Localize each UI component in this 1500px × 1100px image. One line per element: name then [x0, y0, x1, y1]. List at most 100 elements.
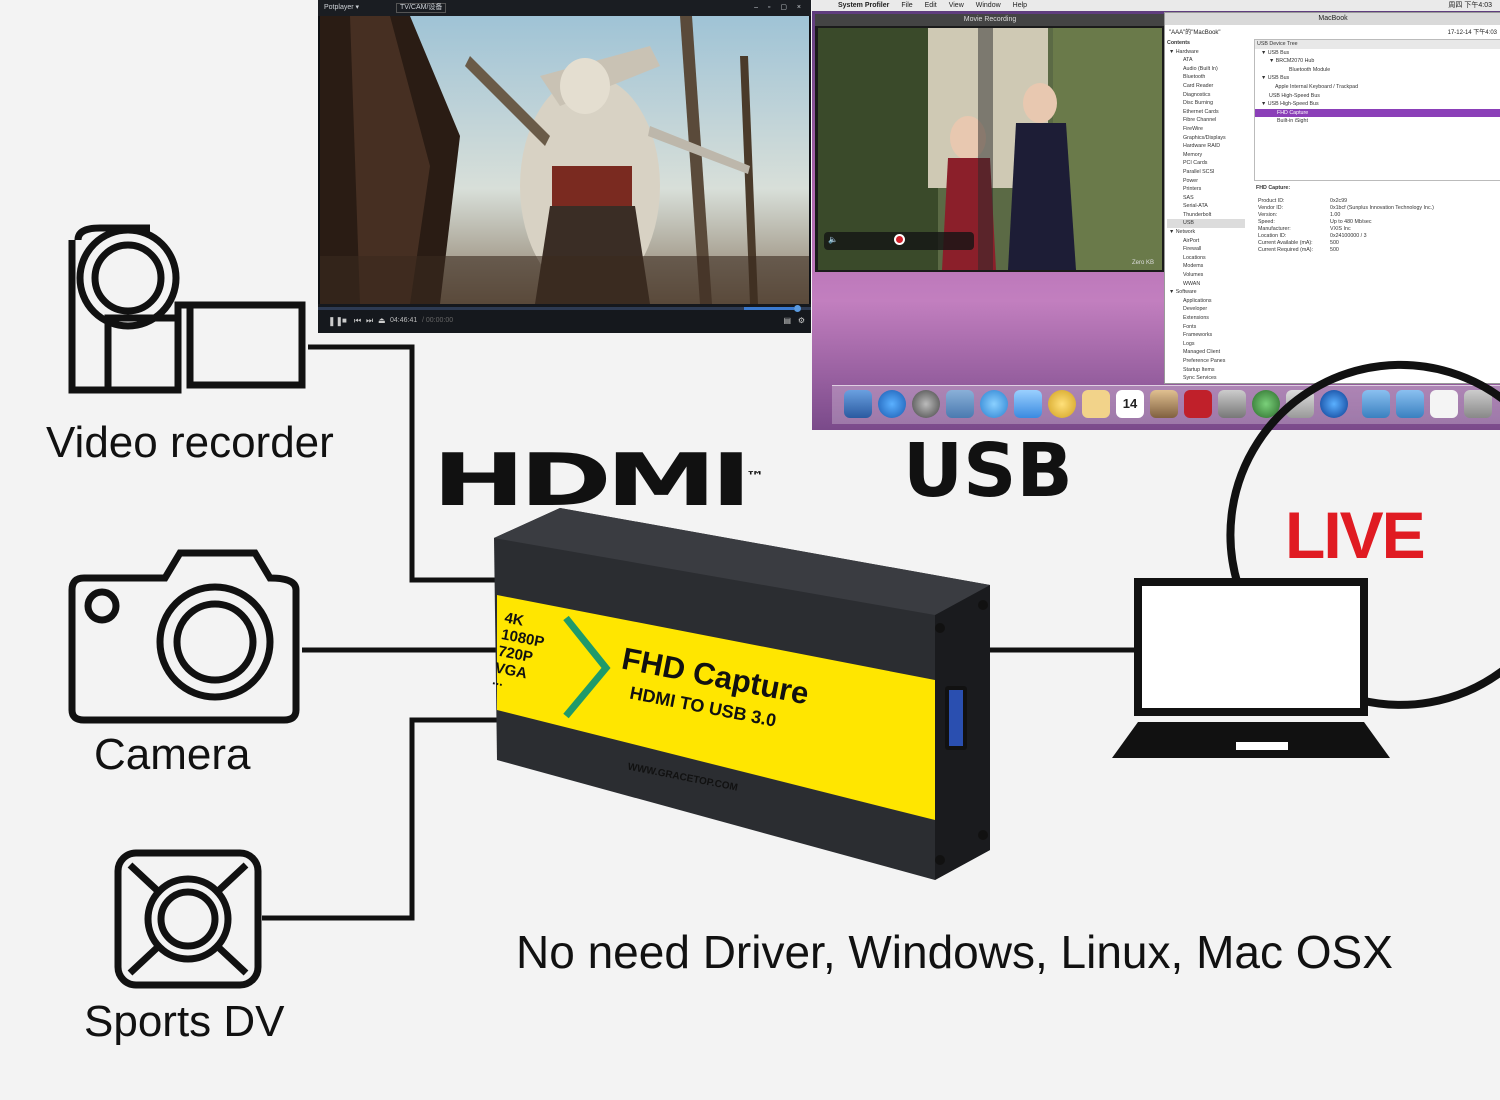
stop-icon[interactable]: ■ — [342, 316, 347, 325]
tree-item[interactable]: Apple Internal Keyboard / Trackpad — [1275, 83, 1359, 90]
system-preferences-icon[interactable] — [1218, 390, 1246, 418]
contents-item[interactable]: Fibre Channel — [1183, 117, 1217, 124]
contents-item[interactable]: Thunderbolt — [1183, 211, 1212, 218]
seek-bar[interactable] — [318, 305, 811, 312]
file-icon[interactable] — [1430, 390, 1458, 418]
time-machine-icon[interactable] — [1252, 390, 1280, 418]
tree-item[interactable]: Bluetooth Module — [1289, 66, 1331, 73]
contents-item[interactable]: ▼ Software — [1169, 289, 1197, 296]
menu-item[interactable]: System Profiler — [838, 2, 890, 9]
contents-item[interactable]: Memory — [1183, 151, 1203, 158]
pause-icon[interactable]: ❚❚ — [328, 316, 344, 326]
contents-item[interactable]: Volumes — [1183, 272, 1204, 279]
seek-handle[interactable] — [794, 305, 801, 312]
next-icon[interactable]: ⏭ — [366, 316, 374, 325]
photo-booth-icon[interactable] — [1184, 390, 1212, 418]
contents-item[interactable]: Card Reader — [1183, 82, 1214, 89]
contents-item[interactable]: Hardware RAID — [1183, 143, 1221, 150]
tree-item[interactable]: ▼ USB Bus — [1261, 75, 1290, 82]
contents-item[interactable]: Serial-ATA — [1183, 203, 1208, 210]
contents-item[interactable]: USB — [1167, 219, 1245, 229]
movie-recording-title: Movie Recording — [815, 14, 1165, 26]
contents-item[interactable]: Parallel SCSI — [1183, 168, 1215, 175]
contents-item[interactable]: Logs — [1183, 340, 1195, 347]
contents-item[interactable]: Startup Items — [1183, 366, 1215, 373]
tree-item[interactable]: USB High-Speed Bus — [1269, 92, 1320, 99]
contents-item[interactable]: Managed Client — [1183, 349, 1221, 356]
compatibility-text: No need Driver, Windows, Linux, Mac OSX — [516, 926, 1393, 978]
tree-item[interactable]: FHD Capture — [1255, 108, 1500, 118]
eject-icon[interactable]: ⏏ — [378, 316, 386, 325]
detail-value: 500 — [1330, 240, 1339, 246]
contents-item[interactable]: Ethernet Cards — [1183, 108, 1219, 115]
contents-item[interactable]: SAS — [1183, 194, 1194, 201]
quicktime-icon[interactable] — [1320, 390, 1348, 418]
window-controls-icon[interactable]: – ▫ ▢ × — [754, 4, 805, 11]
contents-item[interactable]: Disc Burning — [1183, 100, 1214, 107]
contents-item[interactable]: FireWire — [1183, 125, 1204, 132]
mail-icon[interactable] — [946, 390, 974, 418]
contents-item[interactable]: Frameworks — [1183, 332, 1213, 339]
contents-item[interactable]: Locations — [1183, 254, 1206, 261]
finder-icon[interactable] — [844, 390, 872, 418]
detail-key: Vendor ID: — [1258, 205, 1284, 211]
settings-icon[interactable]: ⚙ — [797, 316, 805, 325]
contents-item[interactable]: Audio (Built In) — [1183, 65, 1218, 72]
contents-item[interactable]: PCI Cards — [1183, 160, 1208, 167]
drama-scene-image — [818, 28, 1162, 270]
contents-item[interactable]: Sync Services — [1183, 375, 1217, 381]
potplayer-video — [320, 16, 809, 304]
contents-item[interactable]: Applications — [1183, 297, 1212, 304]
detail-key: Version: — [1258, 212, 1278, 218]
record-button[interactable] — [894, 234, 905, 245]
contents-item[interactable]: Bluetooth — [1183, 74, 1206, 81]
calendar-icon[interactable]: 14 — [1116, 390, 1144, 418]
contents-item[interactable]: AirPort — [1183, 237, 1200, 244]
potplayer-tab[interactable]: TV/CAM/设备 — [396, 3, 447, 13]
detail-row: Current Required (mA):500 — [1254, 247, 1499, 254]
potplayer-title[interactable]: Potplayer ▾ — [324, 4, 360, 11]
contents-item[interactable]: Diagnostics — [1183, 91, 1211, 98]
tree-item[interactable]: ▼ USB Bus — [1261, 49, 1290, 56]
system-profiler-window: MacBook "AAA"的"MacBook" 17-12-14 下午4:03 … — [1164, 12, 1500, 384]
dashboard-icon[interactable] — [912, 390, 940, 418]
connection-lines — [262, 344, 1140, 921]
volume-icon[interactable]: 🔈 — [828, 235, 838, 244]
menu-item[interactable]: View — [948, 2, 964, 9]
previous-icon[interactable]: ⏮ — [354, 316, 362, 325]
menu-item[interactable]: Edit — [924, 2, 937, 9]
documents-folder-icon[interactable] — [1396, 390, 1424, 418]
tree-item[interactable]: ▼ BRCM2070 Hub — [1269, 58, 1315, 65]
contents-item[interactable]: Preference Panes — [1183, 357, 1226, 364]
contents-item[interactable]: Graphics/Displays — [1183, 134, 1226, 141]
address-book-icon[interactable] — [1082, 390, 1110, 418]
tree-item[interactable]: ▼ USB High-Speed Bus — [1261, 101, 1319, 108]
photos-icon[interactable] — [1150, 390, 1178, 418]
detail-row: Manufacturer:VXIS Inc — [1254, 226, 1499, 233]
contents-item[interactable]: Extensions — [1183, 315, 1209, 321]
menu-item[interactable]: File — [901, 2, 913, 9]
safari-icon[interactable] — [980, 390, 1008, 418]
contents-item[interactable]: WWAN — [1183, 280, 1201, 287]
applications-folder-icon[interactable] — [1362, 390, 1390, 418]
playlist-icon[interactable]: ▤ — [783, 316, 791, 325]
contents-item[interactable]: Power — [1183, 177, 1199, 184]
menu-item[interactable]: Window — [975, 2, 1001, 9]
contents-item[interactable]: ATA — [1183, 57, 1193, 64]
contents-item[interactable]: Firewall — [1183, 246, 1202, 253]
trash-icon[interactable] — [1464, 390, 1492, 418]
facetime-icon[interactable] — [1014, 390, 1042, 418]
contents-item[interactable]: ▼ Network — [1169, 229, 1196, 236]
contents-item[interactable]: Modems — [1183, 263, 1204, 270]
contacts-icon[interactable] — [1048, 390, 1076, 418]
contents-item[interactable]: Developer — [1183, 306, 1208, 313]
contents-item[interactable]: Printers — [1183, 186, 1202, 193]
detail-value: 0x24100000 / 3 — [1330, 233, 1367, 239]
app-store-icon[interactable] — [878, 390, 906, 418]
tree-item[interactable]: Built-in iSight — [1277, 118, 1308, 125]
sports-dv-label: Sports DV — [84, 997, 285, 1046]
contents-item[interactable]: Fonts — [1183, 323, 1197, 330]
contents-item[interactable]: ▼ Hardware — [1169, 48, 1199, 55]
menu-item[interactable]: Help — [1012, 2, 1028, 9]
